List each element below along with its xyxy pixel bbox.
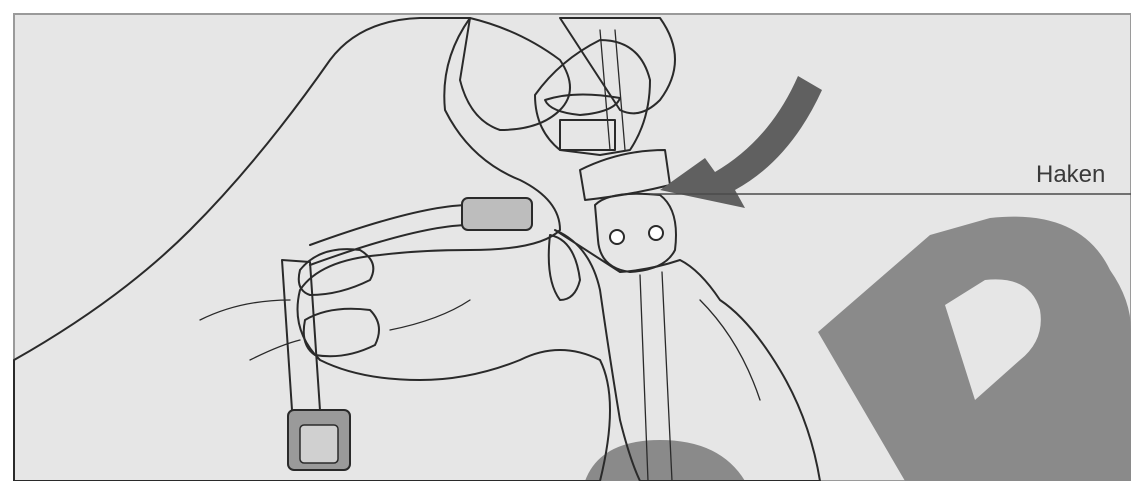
- callout-label: Haken: [1036, 161, 1105, 188]
- strap-clip: [462, 198, 532, 230]
